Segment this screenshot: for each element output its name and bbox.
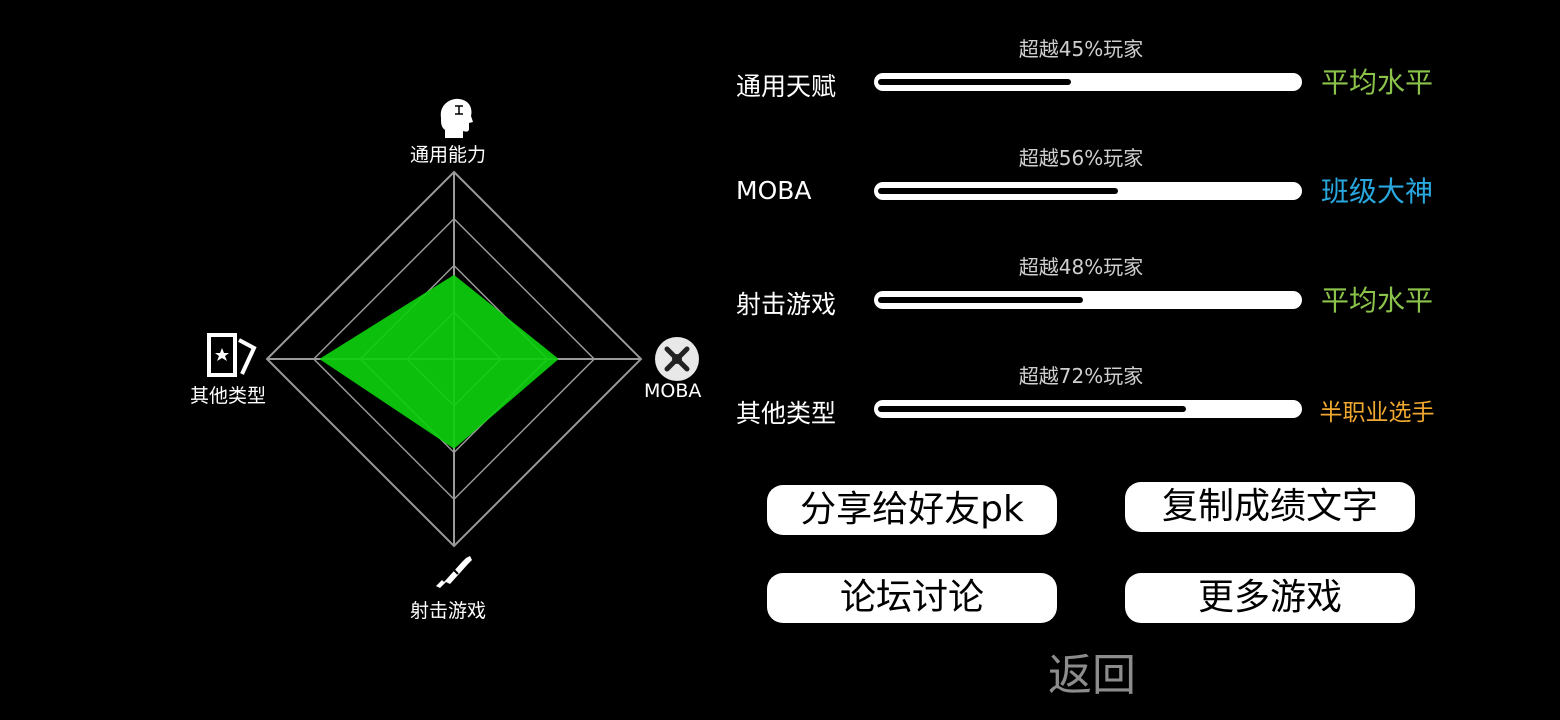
stat-name: 通用天赋 [736, 72, 837, 101]
moba-icon [655, 337, 699, 381]
stat-level: 平均水平 [1320, 66, 1433, 99]
share-button[interactable]: 分享给好友pk [767, 485, 1057, 535]
progress-bar [874, 182, 1302, 200]
radar-svg [265, 170, 643, 548]
stat-row-other: 其他类型 超越72%玩家 半职业选手 [736, 364, 1456, 446]
more-games-button[interactable]: 更多游戏 [1125, 573, 1415, 623]
stat-row-general: 通用天赋 超越45%玩家 平均水平 [736, 37, 1456, 119]
stat-percent-text: 超越72%玩家 [1018, 364, 1144, 388]
stat-level: 半职业选手 [1319, 400, 1435, 426]
progress-bar [874, 73, 1302, 91]
axis-label-general: 通用能力 [410, 144, 487, 166]
stat-name: 射击游戏 [736, 290, 837, 319]
progress-bar [874, 400, 1302, 418]
stat-percent-text: 超越45%玩家 [1018, 37, 1144, 61]
stat-row-shooter: 射击游戏 超越48%玩家 平均水平 [736, 255, 1456, 337]
stat-name: 其他类型 [736, 399, 837, 428]
stat-name: MOBA [736, 176, 812, 205]
gun-icon [436, 556, 472, 588]
progress-bar-fill [878, 406, 1186, 412]
progress-bar-fill [878, 79, 1071, 85]
progress-bar-fill [878, 297, 1083, 303]
progress-bar [874, 291, 1302, 309]
stat-level: 班级大神 [1320, 175, 1433, 208]
copy-result-button[interactable]: 复制成绩文字 [1125, 482, 1415, 532]
progress-bar-fill [878, 188, 1118, 194]
radar-chart: 通用能力 MOBA 射击游戏 其他类型 [0, 0, 720, 720]
forum-button[interactable]: 论坛讨论 [767, 573, 1057, 623]
stat-percent-text: 超越56%玩家 [1018, 146, 1144, 170]
axis-label-other: 其他类型 [190, 385, 267, 407]
head-icon [440, 98, 473, 138]
card-icon [207, 333, 257, 377]
stat-row-moba: MOBA 超越56%玩家 班级大神 [736, 146, 1456, 228]
axis-label-moba: MOBA [644, 380, 702, 402]
stat-level: 平均水平 [1320, 284, 1433, 317]
back-button[interactable]: 返回 [1048, 650, 1136, 701]
axis-label-shooter: 射击游戏 [410, 600, 487, 622]
radar-value-area [319, 274, 559, 449]
stat-percent-text: 超越48%玩家 [1018, 255, 1144, 279]
